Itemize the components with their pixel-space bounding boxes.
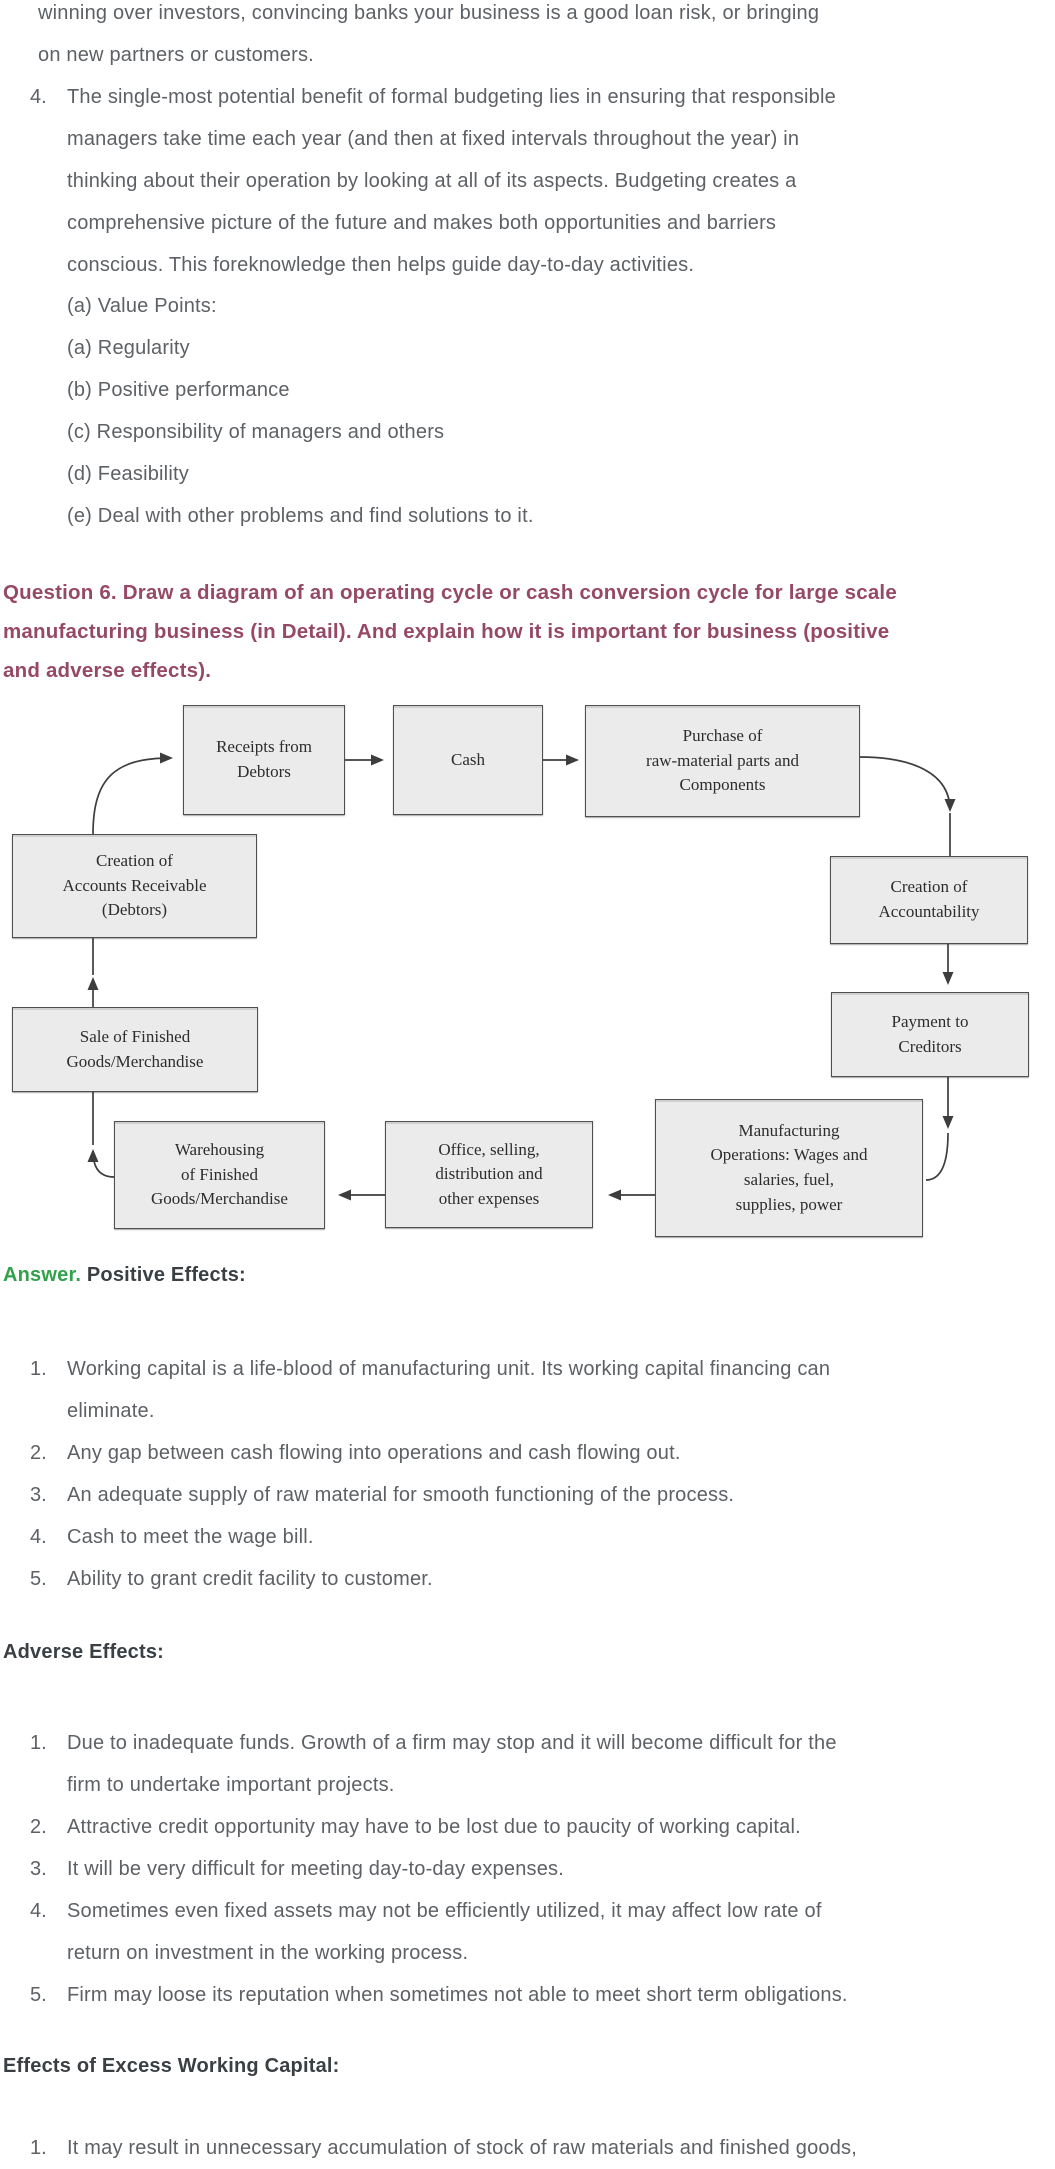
item-number: 1.	[30, 1358, 47, 1380]
item-text: Attractive credit opportunity may have t…	[67, 1816, 801, 1838]
flow-box-receipts-from-debtors: Receipts from Debtors	[183, 705, 345, 815]
excess-effects-list: 1. It may result in unnecessary accumula…	[30, 2127, 1052, 2169]
item-text: Firm may loose its reputation when somet…	[67, 1984, 848, 2006]
positive-item: 3. An adequate supply of raw material fo…	[30, 1474, 1042, 1516]
item-text: Sometimes even fixed assets may not be e…	[67, 1900, 822, 1964]
item-number: 3.	[30, 1484, 47, 1506]
sub-item: (b) Positive performance	[67, 379, 290, 401]
flow-box-manufacturing-operations: Manufacturing Operations: Wages and sala…	[655, 1099, 923, 1237]
item-number: 4.	[30, 1900, 47, 1922]
item-text: It will be very difficult for meeting da…	[67, 1858, 565, 1880]
flow-box-purchase-raw-material: Purchase of raw-material parts and Compo…	[585, 705, 860, 817]
flow-box-payment-to-creditors: Payment to Creditors	[831, 992, 1029, 1077]
positive-item: 2. Any gap between cash flowing into ope…	[30, 1432, 1042, 1474]
positive-item: 5. Ability to grant credit facility to c…	[30, 1558, 1042, 1600]
item-text: Working capital is a life-blood of manuf…	[67, 1358, 831, 1422]
list-item-4-number: 4.	[30, 86, 47, 108]
sub-item: (a) Regularity	[67, 337, 190, 359]
positive-effects-heading: Positive Effects:	[81, 1264, 246, 1286]
adverse-item: 2. Attractive credit opportunity may hav…	[30, 1806, 1047, 1848]
adverse-item: 4. Sometimes even fixed assets may not b…	[30, 1890, 1047, 1974]
item-number: 2.	[30, 1442, 47, 1464]
item-number: 2.	[30, 1816, 47, 1838]
item-number: 1.	[30, 1732, 47, 1754]
item-text: Due to inadequate funds. Growth of a fir…	[67, 1732, 837, 1796]
item-number: 3.	[30, 1858, 47, 1880]
adverse-item: 3. It will be very difficult for meeting…	[30, 1848, 1047, 1890]
answer-line: Answer. Positive Effects:	[3, 1254, 903, 1296]
positive-item: 4. Cash to meet the wage bill.	[30, 1516, 1042, 1558]
flow-box-creation-of-accounts-receivable: Creation of Accounts Receivable (Debtors…	[12, 834, 257, 938]
positive-effects-list: 1. Working capital is a life-blood of ma…	[30, 1348, 1042, 1600]
item-text: Cash to meet the wage bill.	[67, 1526, 314, 1548]
adverse-item: 1. Due to inadequate funds. Growth of a …	[30, 1722, 1047, 1806]
sub-item: (e) Deal with other problems and find so…	[67, 505, 534, 527]
question-heading: Question 6. Draw a diagram of an operati…	[3, 581, 897, 682]
sub-item: (a) Value Points:	[67, 295, 217, 317]
flow-box-warehousing-finished-goods: Warehousing of Finished Goods/Merchandis…	[114, 1121, 325, 1229]
excess-item: 1. It may result in unnecessary accumula…	[30, 2127, 1052, 2169]
value-points-list: (a) Value Points: (a) Regularity (b) Pos…	[67, 285, 1017, 537]
list-item-4-text: The single-most potential benefit of for…	[67, 86, 836, 276]
item-number: 4.	[30, 1526, 47, 1548]
item-number: 1.	[30, 2137, 47, 2159]
intro-continuation-paragraph: winning over investors, convincing banks…	[38, 2, 820, 66]
sub-item: (c) Responsibility of managers and other…	[67, 421, 445, 443]
item-number: 5.	[30, 1568, 47, 1590]
operating-cycle-diagram: Receipts from Debtors Cash Purchase of r…	[0, 695, 1055, 1250]
item-text: An adequate supply of raw material for s…	[67, 1484, 735, 1506]
item-text: Any gap between cash flowing into operat…	[67, 1442, 681, 1464]
answer-label: Answer.	[3, 1264, 82, 1286]
list-item-4: 4. The single-most potential benefit of …	[30, 76, 1042, 286]
flow-box-sale-of-finished-goods: Sale of Finished Goods/Merchandise	[12, 1007, 258, 1092]
excess-working-capital-heading: Effects of Excess Working Capital:	[3, 2055, 340, 2077]
sub-item: (d) Feasibility	[67, 463, 189, 485]
item-text: Ability to grant credit facility to cust…	[67, 1568, 433, 1590]
positive-item: 1. Working capital is a life-blood of ma…	[30, 1348, 1042, 1432]
diagram-connectors	[87, 752, 956, 1201]
item-text: It may result in unnecessary accumulatio…	[67, 2137, 857, 2159]
flow-box-creation-of-accountability: Creation of Accountability	[830, 856, 1028, 944]
flow-box-cash: Cash	[393, 705, 543, 815]
adverse-effects-heading: Adverse Effects:	[3, 1641, 165, 1663]
flow-box-office-selling-expenses: Office, selling, distribution and other …	[385, 1121, 593, 1228]
adverse-item: 5. Firm may loose its reputation when so…	[30, 1974, 1047, 2016]
item-number: 5.	[30, 1984, 47, 2006]
adverse-effects-list: 1. Due to inadequate funds. Growth of a …	[30, 1722, 1047, 2016]
